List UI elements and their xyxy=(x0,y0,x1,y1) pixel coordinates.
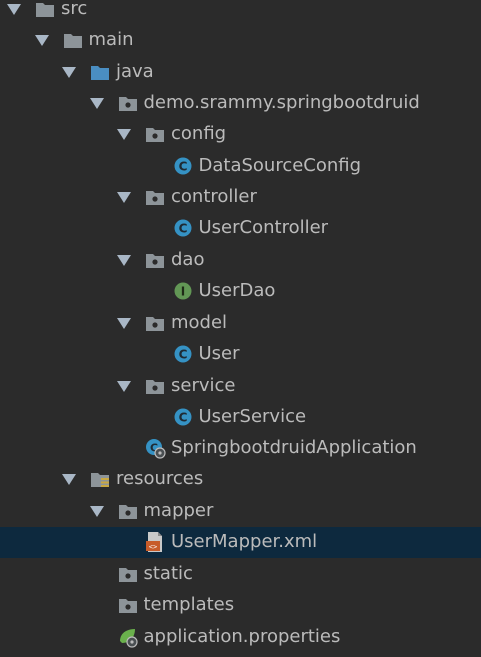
tree-node-label: User xyxy=(198,343,240,364)
tree-node-label: static xyxy=(143,563,193,584)
tree-node-label: UserController xyxy=(198,217,329,238)
package-icon xyxy=(144,123,166,145)
svg-text:C: C xyxy=(178,348,187,362)
spring-properties-icon xyxy=(117,626,139,648)
tree-node-label: model xyxy=(171,312,228,333)
expand-arrow-icon[interactable] xyxy=(7,4,21,15)
tree-node-label: application.properties xyxy=(143,626,341,647)
expand-arrow-icon[interactable] xyxy=(117,129,131,140)
expand-arrow-icon[interactable] xyxy=(62,67,76,78)
tree-node[interactable]: model xyxy=(0,308,481,339)
svg-text:C: C xyxy=(178,222,187,236)
folder-icon xyxy=(62,29,84,51)
expand-arrow-icon[interactable] xyxy=(34,35,49,46)
svg-text:<>: <> xyxy=(149,543,157,551)
tree-node[interactable]: templates xyxy=(0,590,481,621)
tree-node-label: service xyxy=(171,375,236,396)
package-icon xyxy=(117,92,139,114)
tree-node-label: java xyxy=(116,61,154,82)
tree-node[interactable]: java xyxy=(0,57,481,88)
tree-node[interactable]: C User xyxy=(0,339,481,370)
tree-node[interactable]: application.properties xyxy=(0,622,481,653)
expand-arrow-icon[interactable] xyxy=(89,506,104,517)
interface-icon: I xyxy=(172,280,194,302)
class-icon: C xyxy=(172,217,194,239)
svg-text:I: I xyxy=(180,285,184,299)
package-icon xyxy=(144,312,166,334)
tree-node-label: config xyxy=(171,123,227,144)
folder-icon xyxy=(34,0,56,20)
tree-node-label: templates xyxy=(143,594,235,615)
tree-node-label: dao xyxy=(171,249,205,270)
tree-node-label: resources xyxy=(116,468,204,489)
package-icon xyxy=(144,186,166,208)
package-icon xyxy=(117,594,139,616)
xml-file-icon: <> xyxy=(144,531,166,553)
package-icon xyxy=(117,500,139,522)
expand-arrow-icon[interactable] xyxy=(89,98,104,109)
tree-node[interactable]: controller xyxy=(0,182,481,213)
tree-node-label: UserDao xyxy=(198,280,276,301)
package-icon xyxy=(144,375,166,397)
tree-node[interactable]: C UserController xyxy=(0,213,481,244)
tree-node-label: DataSourceConfig xyxy=(198,155,362,176)
tree-node[interactable]: config xyxy=(0,119,481,150)
tree-node[interactable]: mapper xyxy=(0,496,481,527)
tree-node-label: controller xyxy=(171,186,257,207)
tree-node[interactable]: resources xyxy=(0,464,481,495)
class-icon: C xyxy=(172,155,194,177)
tree-node[interactable]: src xyxy=(0,0,481,25)
tree-node[interactable]: I UserDao xyxy=(0,276,481,307)
tree-node-label: UserService xyxy=(198,406,307,427)
package-icon xyxy=(117,563,139,585)
tree-node[interactable]: service xyxy=(0,371,481,402)
tree-node[interactable]: main xyxy=(0,25,481,56)
class-icon: C xyxy=(172,343,194,365)
tree-node[interactable]: C UserService xyxy=(0,402,481,433)
package-icon xyxy=(144,249,166,271)
class-icon: C xyxy=(172,406,194,428)
expand-arrow-icon[interactable] xyxy=(117,381,131,392)
tree-node[interactable]: demo.srammy.springbootdruid xyxy=(0,88,481,119)
tree-node-label: SpringbootdruidApplication xyxy=(171,437,417,458)
tree-node-label: UserMapper.xml xyxy=(171,531,318,552)
svg-text:C: C xyxy=(150,442,158,455)
expand-arrow-icon[interactable] xyxy=(117,192,131,203)
svg-text:C: C xyxy=(178,160,187,174)
tree-node[interactable]: static xyxy=(0,559,481,590)
spring-boot-class-icon: C xyxy=(144,437,166,459)
tree-node[interactable]: dao xyxy=(0,245,481,276)
tree-node-label: main xyxy=(88,29,134,50)
svg-text:C: C xyxy=(178,411,187,425)
expand-arrow-icon[interactable] xyxy=(117,255,131,266)
resources-folder-icon xyxy=(89,468,111,490)
tree-node-label: demo.srammy.springbootdruid xyxy=(143,92,420,113)
tree-node-label: mapper xyxy=(143,500,214,521)
tree-node[interactable]: <> UserMapper.xml xyxy=(0,527,481,558)
expand-arrow-icon[interactable] xyxy=(62,474,76,485)
tree-node[interactable]: C SpringbootdruidApplication xyxy=(0,433,481,464)
expand-arrow-icon[interactable] xyxy=(117,318,131,329)
tree-node-label: src xyxy=(61,0,88,19)
source-folder-icon xyxy=(89,61,111,83)
tree-node[interactable]: C DataSourceConfig xyxy=(0,151,481,182)
